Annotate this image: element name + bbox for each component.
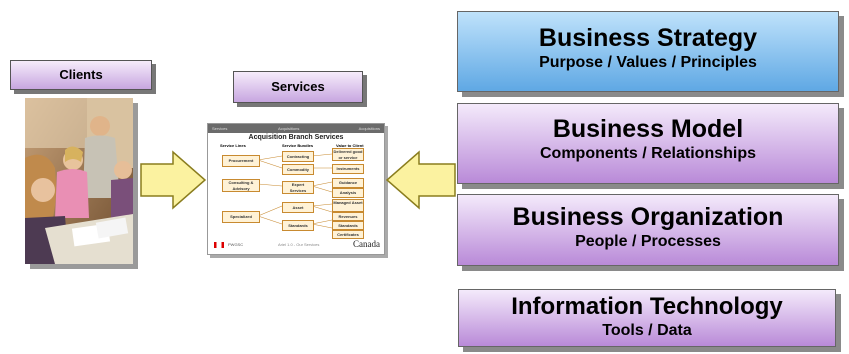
doc-box-guidance: Guidance [332,178,364,188]
doc-footer-left: PWGSC [228,242,244,247]
doc-col3-header: Value to Client [336,143,364,148]
services-document: Services Acquisitions Acquisitions Acqui… [207,123,385,255]
people-image-icon [25,98,133,264]
services-label: Services [233,71,363,103]
layer-business-model: Business Model Components / Relationship… [457,103,839,184]
doc-footer-mid: Ariel 1.0 - Our Services [278,242,320,247]
clients-label: Clients [10,60,152,90]
layer-subtitle: Components / Relationships [539,145,756,162]
doc-box-analysis: Analysis [332,188,364,198]
doc-box-standards-value: Standards [332,221,364,230]
doc-box-certificates: Certificates [332,230,364,239]
layer-business-organization: Business Organization People / Processes [457,194,839,266]
doc-box-commodity: Commodity [282,164,314,175]
doc-col1-header: Service Lines [220,143,246,148]
doc-box-delivered: Delivered good or service [332,148,364,161]
doc-col2-header: Service Bundles [282,143,314,148]
layer-title: Business Strategy [538,24,758,52]
layer-information-technology: Information Technology Tools / Data [458,289,836,347]
right-arrow-icon [140,150,207,210]
doc-header-left: Services [212,126,228,131]
doc-box-revenues: Revenues [332,212,364,221]
doc-box-managed: Managed Asset [332,199,364,212]
doc-box-specialized: Specialized [222,211,260,223]
doc-footer-right: Canada [353,239,380,249]
layer-title: Business Model [552,115,744,143]
document-header-bar: Services Acquisitions Acquisitions [208,124,384,133]
doc-box-procurement: Procurement [222,155,260,167]
doc-header-right: Acquisitions [358,126,380,131]
document-title: Acquisition Branch Services [248,134,344,141]
layer-title: Information Technology [511,293,783,320]
doc-box-contracting: Contracting [282,151,314,162]
layer-subtitle: Purpose / Values / Principles [539,54,757,71]
doc-box-instruments: Instruments [332,164,364,174]
clients-photo [25,98,133,264]
doc-header-mid: Acquisitions [278,126,300,131]
layer-subtitle: People / Processes [575,233,721,250]
doc-box-asset: Asset [282,202,314,213]
doc-box-expert: Expert Services [282,181,314,194]
layer-business-strategy: Business Strategy Purpose / Values / Pri… [457,11,839,92]
layer-title: Business Organization [512,203,784,231]
doc-box-standards: Standards [282,220,314,231]
left-arrow-icon [385,150,456,210]
layer-subtitle: Tools / Data [602,322,692,339]
document-connectors [257,153,333,229]
doc-box-consulting: Consulting & Advisory [222,179,260,192]
canada-flag-icon [214,242,224,248]
